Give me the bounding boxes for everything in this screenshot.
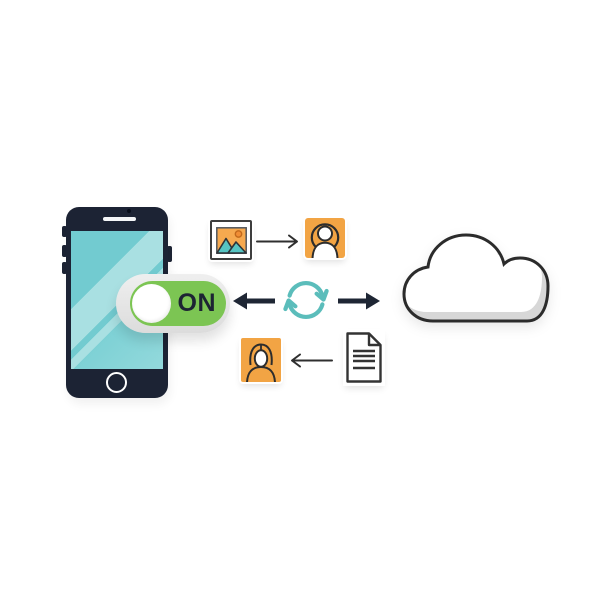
contact-icon	[305, 218, 345, 258]
arrow-left-icon	[289, 352, 333, 374]
sync-toggle[interactable]: ON	[116, 274, 230, 333]
document-icon	[345, 331, 383, 384]
toggle-track-on: ON	[130, 281, 226, 326]
sync-icon	[281, 275, 331, 325]
contact-icon-female	[241, 338, 281, 382]
arrow-right-icon	[256, 233, 300, 255]
cloud-icon	[396, 224, 556, 332]
arrow-right-bold-icon	[338, 291, 380, 316]
phone-speaker	[103, 217, 136, 221]
photo-icon-art	[215, 226, 247, 254]
toggle-knob[interactable]	[132, 284, 171, 323]
arrow-left-bold-icon	[233, 291, 275, 316]
phone-home-button	[106, 372, 127, 393]
phone-side-button	[62, 226, 67, 237]
phone-side-button	[62, 262, 67, 274]
phone-camera-dot	[127, 209, 131, 213]
phone-power-button	[167, 246, 172, 262]
toggle-state-label: ON	[177, 289, 216, 317]
photo-icon	[210, 220, 252, 260]
phone-side-button	[62, 245, 67, 257]
